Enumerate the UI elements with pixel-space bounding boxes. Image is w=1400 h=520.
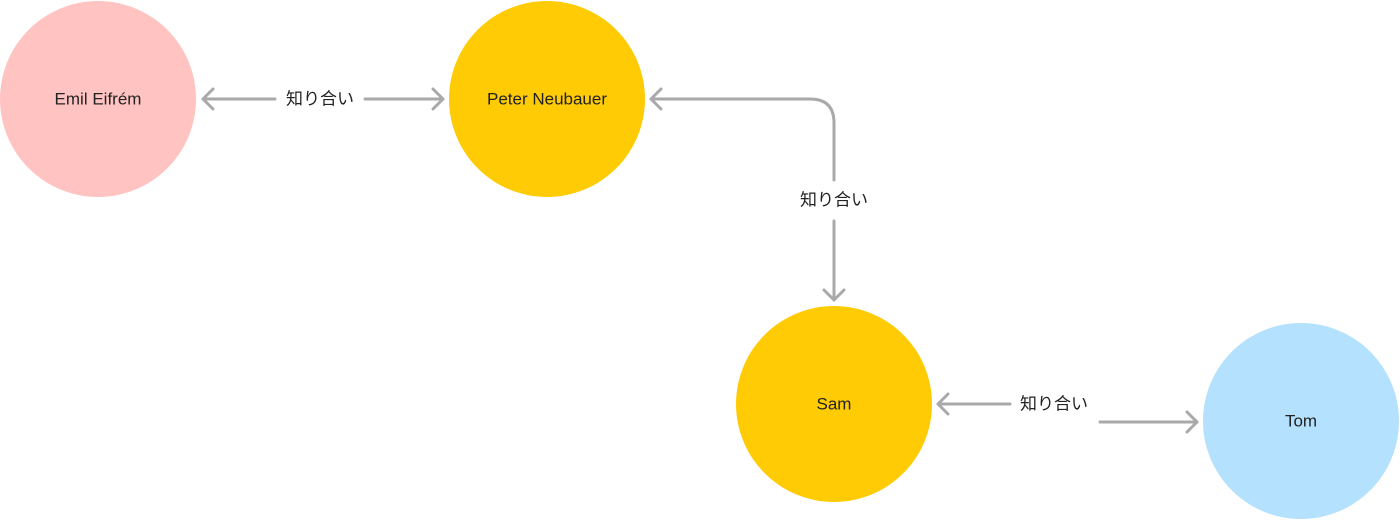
node-circle-emil[interactable] — [0, 1, 196, 197]
node-circle-sam[interactable] — [736, 306, 932, 502]
edge-label-emil-peter: 知り合い — [286, 90, 354, 109]
node-sam[interactable]: Sam — [736, 306, 932, 502]
edge-peter-sam: 知り合い — [649, 87, 868, 302]
node-emil[interactable]: Emil Eifrém — [0, 1, 196, 197]
node-label-emil: Emil Eifrém — [55, 90, 142, 109]
node-tom[interactable]: Tom — [1203, 323, 1399, 519]
arrowhead-peter-2 — [649, 87, 663, 111]
node-label-sam: Sam — [817, 395, 852, 414]
node-circle-peter[interactable] — [449, 1, 645, 197]
arrowhead-emil — [201, 87, 215, 111]
arrowhead-tom — [1185, 410, 1199, 434]
edge-line-peter-sam-top — [649, 97, 836, 182]
edge-label-sam-tom: 知り合い — [1020, 395, 1088, 414]
node-label-peter: Peter Neubauer — [487, 90, 607, 109]
arrowhead-sam-2 — [936, 392, 950, 416]
arrowhead-peter — [431, 87, 445, 111]
node-circle-tom[interactable] — [1203, 323, 1399, 519]
node-peter[interactable]: Peter Neubauer — [449, 1, 645, 197]
node-label-tom: Tom — [1285, 412, 1317, 431]
edge-label-peter-sam: 知り合い — [800, 191, 868, 210]
arrowhead-sam — [822, 288, 846, 302]
edge-emil-peter: 知り合い — [201, 87, 445, 111]
edge-sam-tom: 知り合い — [936, 392, 1199, 434]
